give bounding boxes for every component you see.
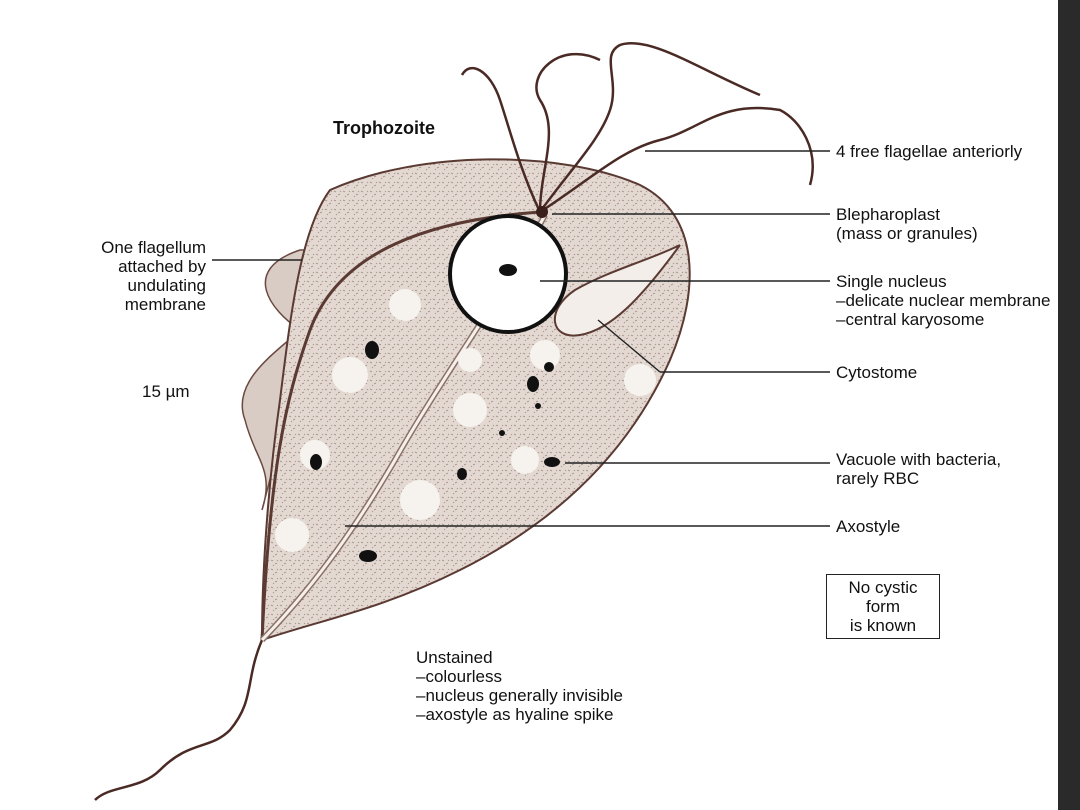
label-vacuole: Vacuole with bacteria, rarely RBC xyxy=(836,450,1001,488)
label-flagellum: One flagellum attached by undulating mem… xyxy=(68,238,206,314)
label-nucleus: Single nucleus –delicate nuclear membran… xyxy=(836,272,1051,329)
note-line: –colourless xyxy=(416,667,502,686)
label-axostyle: Axostyle xyxy=(836,517,900,536)
label-line: –delicate nuclear membrane xyxy=(836,291,1051,310)
label-line: Axostyle xyxy=(836,517,901,536)
label-line: (mass or granules) xyxy=(836,224,978,243)
note-line: Unstained xyxy=(416,648,493,667)
label-line: rarely RBC xyxy=(836,469,920,488)
label-line: –central karyosome xyxy=(836,310,985,329)
label-line: Single nucleus xyxy=(836,272,947,291)
label-line: attached by xyxy=(118,257,206,276)
note-line: No cystic xyxy=(848,578,918,597)
note-line: –nucleus generally invisible xyxy=(416,686,623,705)
label-line: undulating xyxy=(127,276,206,295)
leader-lines xyxy=(212,150,830,527)
label-blepharoplast: Blepharoplast (mass or granules) xyxy=(836,205,978,243)
attached-flagellum xyxy=(260,210,541,641)
diagram-title: Trophozoite xyxy=(333,118,435,138)
label-flagellae: 4 free flagellae anteriorly xyxy=(836,142,1022,161)
blepharoplast xyxy=(536,206,548,218)
pale-vacuoles xyxy=(275,289,656,552)
label-line: 4 free flagellae anteriorly xyxy=(836,142,1023,161)
note-line: –axostyle as hyaline spike xyxy=(416,705,614,724)
trailing-flagellum xyxy=(94,639,264,801)
label-line: Cytostome xyxy=(836,363,918,382)
food-vacuoles xyxy=(310,341,560,562)
label-line: Blepharoplast xyxy=(836,205,940,224)
label-line: One flagellum xyxy=(101,238,206,257)
no-cyst-note: No cystic form is known xyxy=(826,574,940,639)
karyosome xyxy=(499,264,517,276)
cytostome xyxy=(554,244,681,337)
free-flagella xyxy=(460,42,814,214)
scale-label: 15 µm xyxy=(142,382,190,401)
unstained-note: Unstained –colourless –nucleus generally… xyxy=(416,648,623,724)
label-line: Vacuole with bacteria, xyxy=(836,450,1002,469)
label-cytostome: Cytostome xyxy=(836,363,917,382)
label-line: membrane xyxy=(124,295,206,314)
right-edge-strip xyxy=(1058,0,1080,810)
note-line: is known xyxy=(849,616,917,635)
note-line: form xyxy=(866,597,900,616)
